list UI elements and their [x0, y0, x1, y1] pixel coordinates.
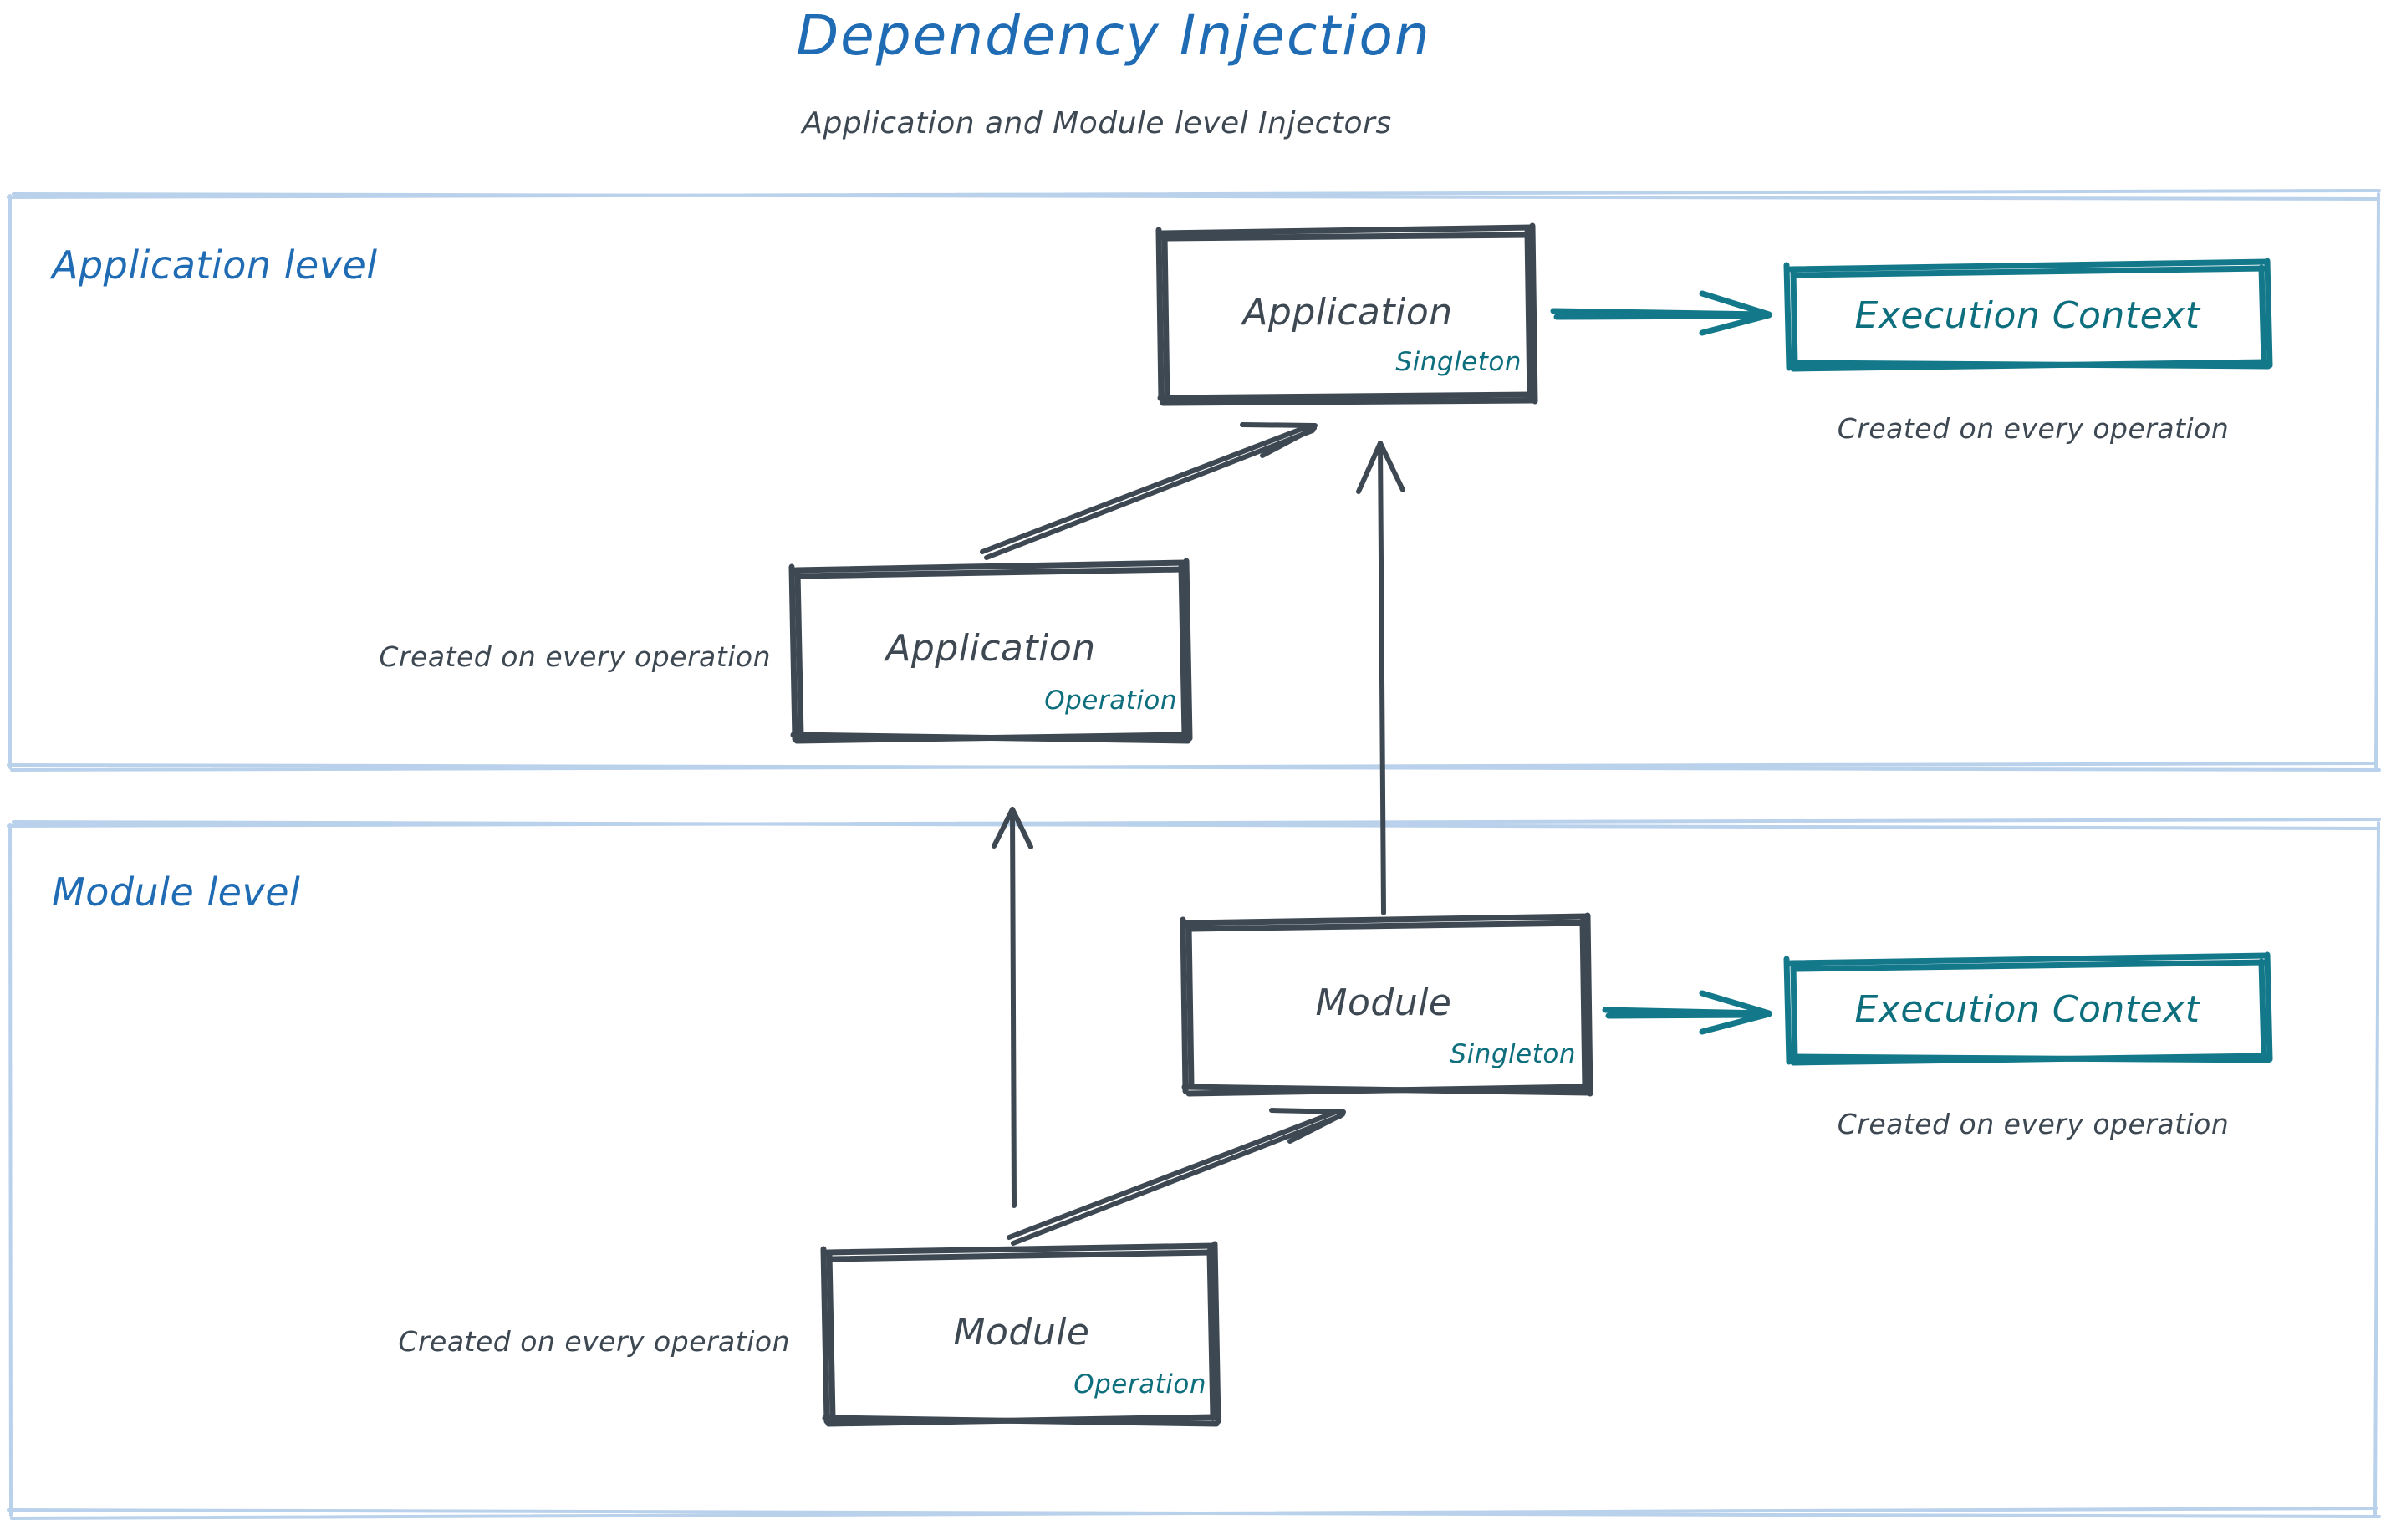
module-singleton-box[interactable] — [1180, 912, 1593, 1097]
edge-app-operation-to-app-singleton — [980, 422, 1318, 560]
application-singleton-badge: Singleton — [1395, 347, 1522, 377]
execution-context-module-title: Execution Context — [1854, 988, 2200, 1031]
execution-context-application-note: Created on every operation — [1837, 412, 2230, 445]
execution-context-application-title: Execution Context — [1854, 294, 2200, 337]
execution-context-module-note: Created on every operation — [1837, 1108, 2230, 1140]
panel-label-application-level: Application level — [52, 242, 378, 288]
execution-context-application-box[interactable] — [1783, 258, 2273, 372]
application-singleton-title: Application — [1242, 291, 1453, 334]
edge-module-singleton-to-execution-context — [1602, 990, 1772, 1035]
edge-module-operation-to-app-operation — [992, 807, 1033, 1208]
application-operation-note: Created on every operation — [379, 640, 771, 673]
panel-module-level-frame — [7, 818, 2381, 1520]
module-singleton-title: Module — [1315, 982, 1452, 1024]
module-operation-badge: Operation — [1073, 1369, 1206, 1400]
module-operation-note: Created on every operation — [398, 1325, 790, 1358]
module-operation-box[interactable] — [820, 1241, 1221, 1427]
application-operation-box[interactable] — [788, 558, 1193, 744]
module-singleton-badge: Singleton — [1450, 1039, 1576, 1069]
panel-label-module-level: Module level — [52, 869, 301, 915]
application-singleton-box[interactable] — [1155, 222, 1538, 406]
module-operation-title: Module — [953, 1311, 1090, 1354]
application-operation-title: Application — [885, 627, 1096, 670]
page-subtitle: Application and Module level Injectors — [802, 106, 1392, 140]
edge-module-operation-to-module-singleton — [1007, 1108, 1346, 1246]
panel-application-level-frame — [7, 189, 2381, 772]
edge-module-singleton-to-app-singleton — [1356, 441, 1405, 915]
application-operation-badge: Operation — [1044, 686, 1177, 716]
page-title: Dependency Injection — [796, 3, 1431, 68]
edge-app-singleton-to-execution-context — [1550, 290, 1772, 336]
execution-context-module-box[interactable] — [1783, 951, 2273, 1066]
